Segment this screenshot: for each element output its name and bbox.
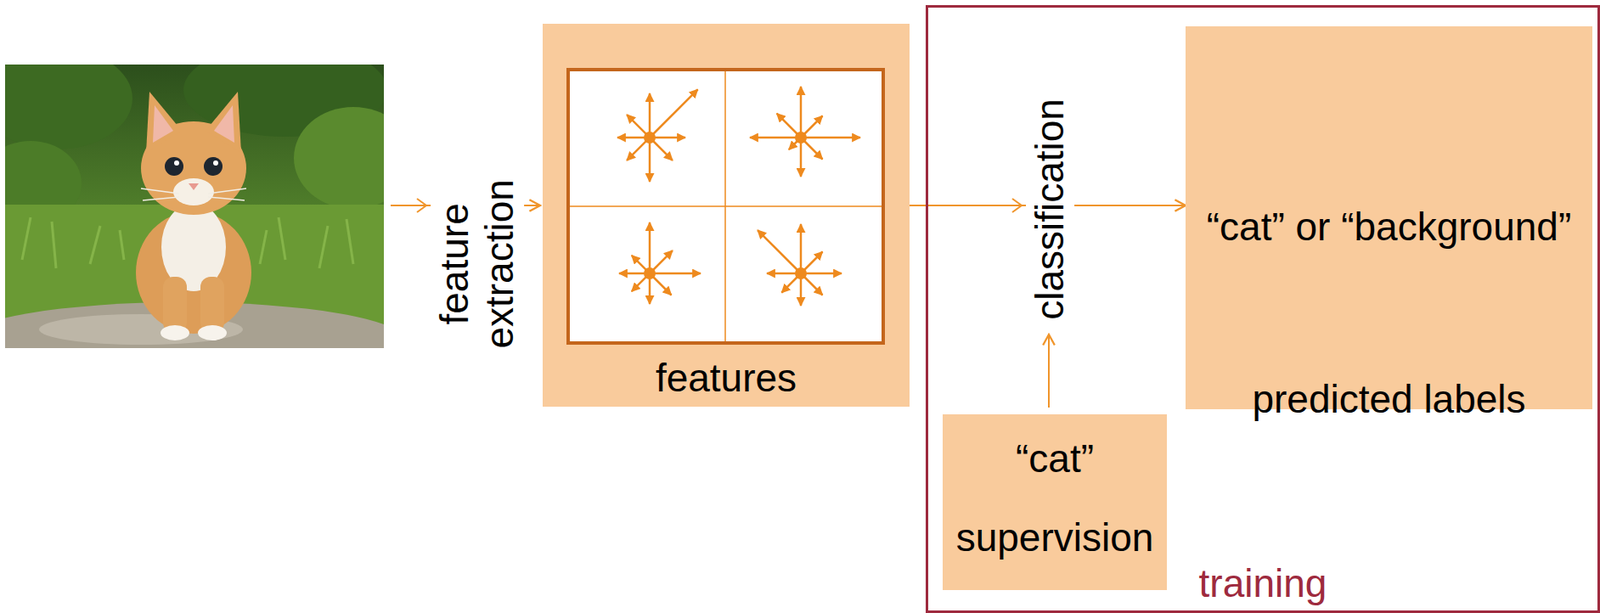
- arrow-head: [416, 198, 427, 213]
- drawing-part: [160, 325, 190, 341]
- feature-panel: [568, 69, 884, 344]
- drawing-part: [203, 157, 223, 176]
- drawing-part: [800, 136, 861, 140]
- drawing-part: [648, 137, 652, 182]
- drawing-part: [794, 267, 807, 280]
- drawing-part: [800, 86, 803, 138]
- drawing-part: [197, 325, 227, 341]
- drawing-part: [140, 188, 247, 201]
- photo-scene: [5, 64, 384, 349]
- drawing-part: [205, 91, 242, 153]
- features-box: features: [542, 23, 910, 407]
- drawing-part: [749, 136, 801, 140]
- drawing-part: [648, 222, 652, 274]
- drawing-part: [213, 160, 219, 166]
- drawing-part: [51, 221, 57, 269]
- drawing-part: [208, 197, 245, 201]
- node-text: predicted labels: [1185, 377, 1593, 423]
- grid-line: [569, 205, 882, 208]
- label-box: “cat” or “background”predicted labels: [1185, 26, 1593, 410]
- node-title: “cat” or “background”: [1185, 204, 1593, 250]
- drawing-part: [152, 105, 174, 143]
- drawing-part: [200, 276, 225, 333]
- histogram-star: [749, 86, 861, 177]
- drawing-part: [319, 225, 328, 269]
- histogram-star: [757, 224, 842, 306]
- node-title: features: [542, 355, 910, 401]
- gradient-histograms: [542, 23, 910, 407]
- drawing-part: [259, 230, 267, 265]
- drawing-part: [164, 157, 184, 176]
- node-title: “cat”: [942, 436, 1167, 482]
- drawing-part: [142, 197, 180, 201]
- drawing-part: [346, 219, 354, 265]
- node-title: training: [928, 561, 1598, 607]
- drawing-part: [90, 225, 101, 265]
- step-label: feature extraction: [430, 166, 524, 362]
- drawing-part: [800, 272, 842, 276]
- histogram-star: [617, 89, 699, 182]
- drawing-part: [214, 105, 235, 143]
- drawing-part: [648, 93, 652, 138]
- drawing-part: [146, 91, 182, 153]
- drawing-part: [119, 230, 124, 260]
- drawing-part: [643, 131, 656, 144]
- drawing-part: [278, 217, 286, 260]
- histogram-center: [643, 131, 807, 280]
- drawing-part: [163, 276, 187, 333]
- drawing-part: [22, 217, 31, 260]
- drawing-part: [643, 267, 656, 280]
- drawing-part: [140, 188, 180, 194]
- histogram-star: [619, 222, 701, 305]
- drawing-part: [5, 64, 133, 150]
- step-label: classification: [1025, 89, 1075, 328]
- kitten-photo: [5, 64, 384, 349]
- drawing-part: [293, 107, 384, 209]
- supervision-box: “cat” supervision: [942, 414, 1167, 591]
- supervision-arrow: [1047, 334, 1050, 408]
- node-text: supervision: [942, 515, 1167, 561]
- drawing-part: [174, 160, 180, 166]
- drawing-part: [188, 183, 199, 191]
- drawing-part: [794, 131, 807, 144]
- drawing-part: [208, 188, 247, 194]
- drawing-part: [757, 230, 801, 274]
- drawing-part: [649, 89, 699, 138]
- drawing-part: [649, 272, 701, 276]
- drawing-part: [173, 178, 215, 206]
- drawing-part: [800, 224, 803, 274]
